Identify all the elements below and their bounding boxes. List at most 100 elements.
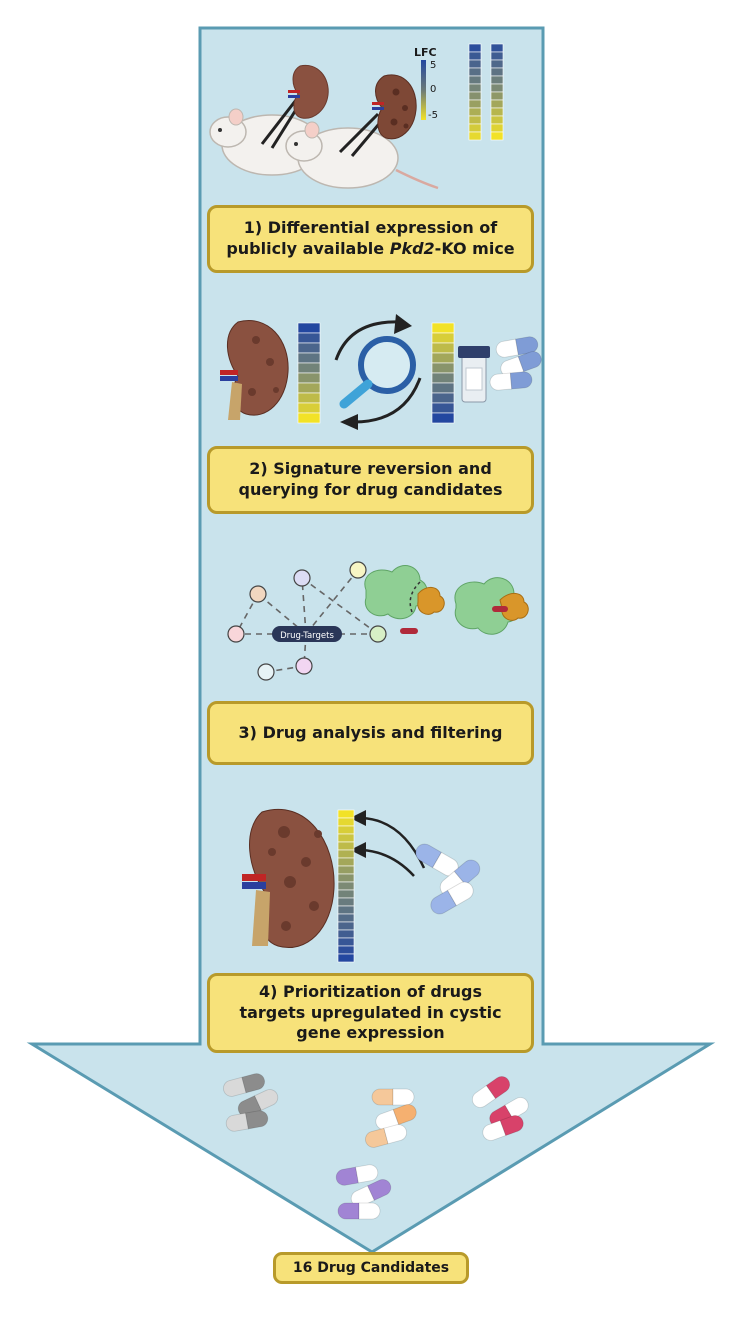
capsule xyxy=(415,843,459,877)
mice-illustration xyxy=(209,64,439,190)
lfc-min: -5 xyxy=(428,110,438,121)
capsule xyxy=(482,1115,524,1141)
capsule xyxy=(489,371,533,391)
heatmap-cell xyxy=(490,91,504,101)
heatmap-cell xyxy=(337,929,355,939)
step-2-line1: Signature reversion and xyxy=(273,459,492,479)
heatmap-cell xyxy=(431,382,455,394)
capsule xyxy=(337,1202,381,1220)
heatmap-cell xyxy=(431,322,455,334)
heatmap-cell xyxy=(490,115,504,125)
heatmap-cell xyxy=(468,131,482,141)
heatmap-column xyxy=(431,322,455,424)
step-4-line3: gene expression xyxy=(296,1023,445,1043)
heatmap-cell xyxy=(297,372,321,384)
step-1-line2-pre: publicly available xyxy=(226,239,390,258)
step-4-line2: targets upregulated in cystic xyxy=(239,1002,502,1022)
step-4-line1: Prioritization of drugs xyxy=(283,981,483,1001)
lfc-title: LFC xyxy=(414,46,437,59)
heatmap-cell xyxy=(337,905,355,915)
heatmap-column xyxy=(337,809,355,963)
step-3-line1: Drug analysis and filtering xyxy=(262,722,503,742)
step-1-number: 1) xyxy=(243,218,263,238)
heatmap-cell xyxy=(490,59,504,69)
step-1-line2-post: -KO mice xyxy=(434,239,515,258)
heatmap-cell xyxy=(468,51,482,61)
heatmap-column xyxy=(468,43,482,141)
heatmap-cell xyxy=(490,67,504,77)
heatmap-cell xyxy=(431,412,455,424)
heatmap-cell xyxy=(490,123,504,133)
heatmap-cell xyxy=(297,402,321,414)
capsule xyxy=(365,1124,407,1148)
heatmap-cell xyxy=(490,43,504,53)
heatmap-cell xyxy=(337,873,355,883)
heatmap-cell xyxy=(337,849,355,859)
heatmap-cell xyxy=(431,392,455,404)
capsule xyxy=(237,1089,279,1117)
heatmap-cell xyxy=(490,75,504,85)
heatmap-cell xyxy=(468,123,482,133)
heatmap-cell xyxy=(337,945,355,955)
heatmap-cell xyxy=(337,953,355,963)
capsules-step4 xyxy=(415,843,481,915)
step-3-box: 3) Drug analysis and filtering xyxy=(207,701,534,765)
step-1-box: 1) Differential expression of publicly a… xyxy=(207,205,534,273)
heatmap-cell xyxy=(337,881,355,891)
heatmap-cell xyxy=(337,921,355,931)
lfc-max: 5 xyxy=(430,60,436,71)
capsule xyxy=(495,336,539,358)
heatmap-cell xyxy=(468,115,482,125)
drug-candidate-capsules xyxy=(223,1073,529,1220)
capsule xyxy=(335,1164,379,1186)
signature-reversion-illustration xyxy=(220,314,490,430)
heatmap-cell xyxy=(490,99,504,109)
step-4-box: 4) Prioritization of drugs targets upreg… xyxy=(207,973,534,1053)
network-center-label: Drug-Targets xyxy=(280,631,334,641)
heatmap-cell xyxy=(337,833,355,843)
capsule xyxy=(375,1104,417,1130)
step-2-line2: querying for drug candidates xyxy=(238,480,503,499)
heatmap-cell xyxy=(337,937,355,947)
heatmap-cell xyxy=(431,342,455,354)
result-box: 16 Drug Candidates xyxy=(273,1252,469,1284)
heatmap-cell xyxy=(337,897,355,907)
lfc-legend: LFC 5 0 -5 xyxy=(414,46,438,121)
heatmap-cell xyxy=(490,51,504,61)
step-2-box: 2) Signature reversion and querying for … xyxy=(207,446,534,514)
heatmap-cell xyxy=(297,382,321,394)
capsule xyxy=(371,1088,415,1106)
heatmap-cell xyxy=(337,809,355,819)
heatmap-column xyxy=(490,43,504,141)
capsule xyxy=(471,1076,511,1108)
result-label: 16 Drug Candidates xyxy=(292,1260,450,1276)
lfc-mid: 0 xyxy=(430,84,436,95)
heatmap-step1 xyxy=(468,43,504,141)
heatmap-cell xyxy=(297,412,321,424)
capsules-step2 xyxy=(489,336,542,391)
heatmap-cell xyxy=(468,43,482,53)
capsule xyxy=(350,1179,392,1207)
heatmap-cell xyxy=(431,402,455,414)
step-4-number: 4) xyxy=(258,981,278,1001)
heatmap-cell xyxy=(468,99,482,109)
heatmap-cell xyxy=(490,131,504,141)
heatmap-cell xyxy=(431,362,455,374)
heatmap-cell xyxy=(431,372,455,384)
capsule xyxy=(225,1110,269,1132)
cystic-kidney-illustration xyxy=(242,808,426,948)
heatmap-cell xyxy=(468,83,482,93)
heatmap-cell xyxy=(337,889,355,899)
heatmap-cell xyxy=(468,107,482,117)
heatmap-cell xyxy=(337,817,355,827)
heatmap-cell xyxy=(468,59,482,69)
heatmap-cell xyxy=(337,865,355,875)
heatmap-cell xyxy=(297,322,321,334)
step-2-number: 2) xyxy=(249,459,268,479)
heatmap-step4 xyxy=(337,809,355,963)
heatmap-cell xyxy=(337,825,355,835)
heatmap-cell xyxy=(297,392,321,404)
step-1-line1: Differential expression of xyxy=(267,218,498,238)
heatmap-cell xyxy=(468,91,482,101)
